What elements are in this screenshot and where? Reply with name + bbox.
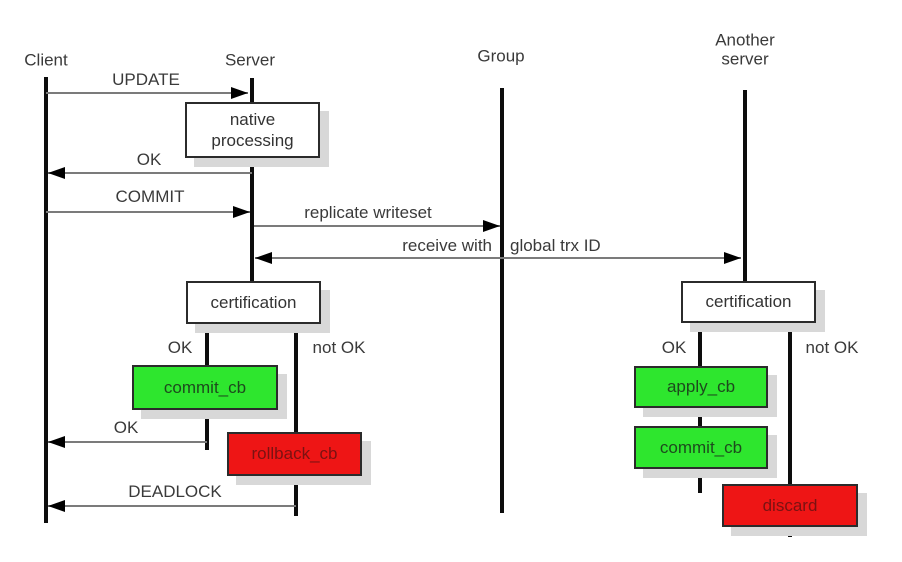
box-commit-cb-left: commit_cb	[132, 365, 278, 410]
arrowhead-icon	[724, 252, 741, 264]
arrowhead-icon	[48, 436, 65, 448]
arrowhead-icon	[48, 500, 65, 512]
arrowhead-icon	[231, 87, 248, 99]
branch-line-another-not-ok	[788, 320, 792, 537]
box-certification-left: certification	[186, 281, 321, 324]
message-label-receive-with: receive with	[402, 236, 492, 255]
branch-label-ok-left: OK	[167, 338, 193, 357]
arrow-update	[46, 87, 248, 99]
message-label-update: UPDATE	[112, 70, 180, 89]
arrowhead-icon	[48, 167, 65, 179]
box-commit-cb-right: commit_cb	[634, 426, 768, 469]
arrowhead-icon	[233, 206, 250, 218]
actor-label-another-server: Another server	[715, 30, 775, 68]
arrow-ok-native	[48, 167, 252, 179]
actor-label-client: Client	[24, 50, 68, 70]
arrow-ok-commit	[48, 436, 207, 448]
branch-line-server-not-ok	[294, 320, 298, 516]
message-label-global-trx-id: global trx ID	[510, 236, 601, 255]
actor-label-server: Server	[224, 50, 276, 70]
arrow-receive-global-trx-id	[255, 252, 741, 264]
arrow-replicate-writeset	[254, 220, 500, 232]
box-certification-right: certification	[681, 281, 816, 323]
box-rollback-cb: rollback_cb	[227, 432, 362, 476]
actor-label-group: Group	[477, 46, 525, 66]
message-label-deadlock: DEADLOCK	[128, 482, 222, 501]
branch-label-not-ok-left: not OK	[312, 338, 366, 357]
message-label-commit: COMMIT	[115, 187, 185, 206]
branch-label-not-ok-right: not OK	[805, 338, 859, 357]
arrow-deadlock	[48, 500, 296, 512]
arrowhead-icon	[483, 220, 500, 232]
lifeline-group	[500, 88, 504, 513]
arrowhead-icon	[255, 252, 272, 264]
message-label-ok-native: OK	[136, 150, 162, 169]
arrow-commit	[46, 206, 250, 218]
message-label-ok-commit: OK	[113, 418, 139, 437]
box-discard: discard	[722, 484, 858, 527]
lifeline-client	[44, 77, 48, 523]
box-native-processing: native processing	[185, 102, 320, 158]
branch-label-ok-right: OK	[661, 338, 687, 357]
lifeline-server	[250, 78, 254, 281]
lifeline-another-server	[743, 90, 747, 281]
box-apply-cb: apply_cb	[634, 366, 768, 408]
message-label-replicate-writeset: replicate writeset	[304, 203, 432, 222]
